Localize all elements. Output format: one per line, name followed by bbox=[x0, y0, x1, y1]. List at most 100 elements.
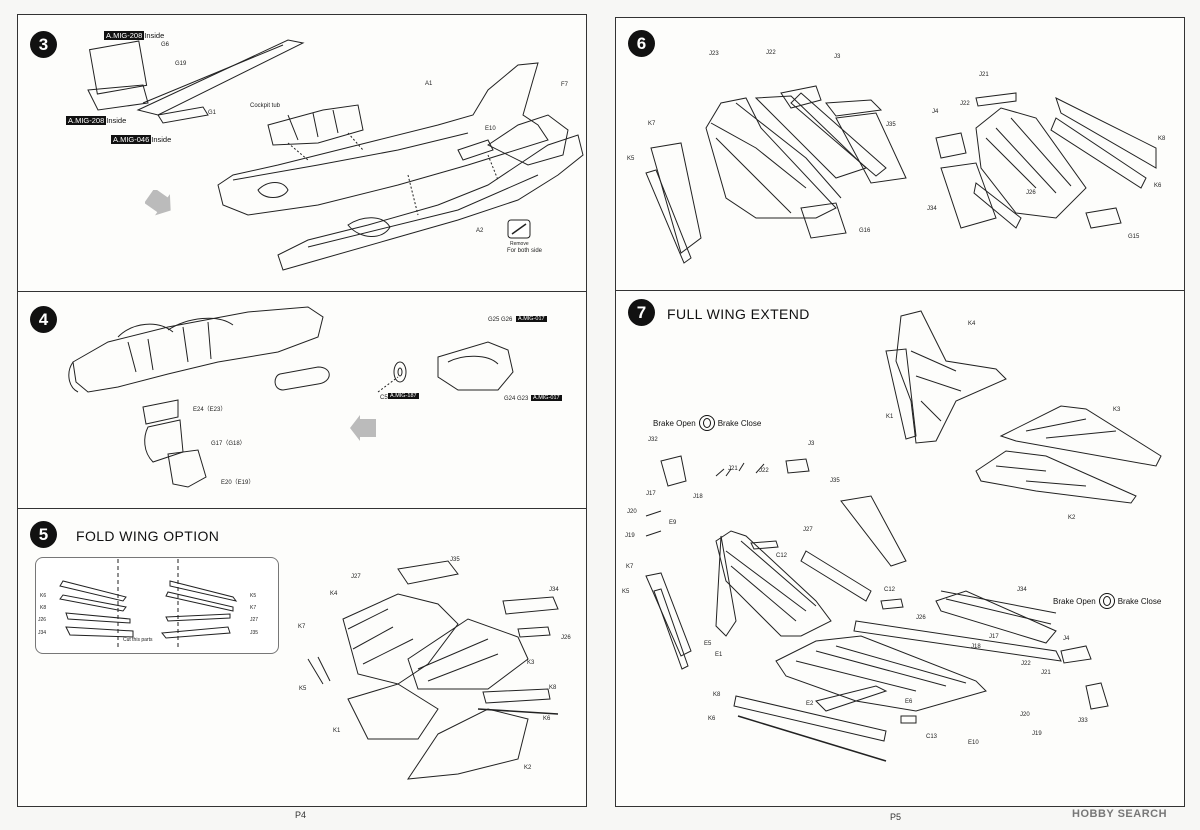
tag-mig017-a: A.MIG-017 bbox=[516, 316, 547, 322]
inset-label-j35: J35 bbox=[250, 630, 259, 636]
label-j34: J34 bbox=[1017, 587, 1027, 593]
inset-label-k6: K6 bbox=[40, 593, 47, 599]
label-j17b: J17 bbox=[989, 634, 999, 640]
label-k6: K6 bbox=[543, 716, 551, 722]
label-e10: E10 bbox=[485, 126, 496, 132]
inset-label-j27: J27 bbox=[250, 617, 259, 623]
label-k2: K2 bbox=[1068, 515, 1076, 521]
label-j3: J3 bbox=[834, 54, 841, 60]
label-j19b: J19 bbox=[1032, 731, 1042, 737]
label-k3: K3 bbox=[1113, 407, 1121, 413]
fold-wing-inset bbox=[35, 557, 279, 654]
full-wing-drawing bbox=[645, 310, 1162, 762]
label-j20: J20 bbox=[627, 509, 637, 515]
label-k6: K6 bbox=[708, 716, 716, 722]
label-k3: K3 bbox=[527, 660, 535, 666]
label-j26: J26 bbox=[1026, 190, 1036, 196]
label-j21: J21 bbox=[728, 466, 738, 472]
label-e2: E2 bbox=[806, 701, 814, 707]
label-k2: K2 bbox=[524, 765, 532, 771]
label-g23: G23 bbox=[517, 396, 529, 402]
label-j34: J34 bbox=[549, 587, 559, 593]
label-g26: G26 bbox=[501, 317, 513, 323]
label-j35: J35 bbox=[886, 122, 896, 128]
label-e20: E20（E19） bbox=[221, 480, 255, 486]
label-a1: A1 bbox=[425, 81, 433, 87]
inset-label-j26: J26 bbox=[38, 617, 47, 623]
label-j26: J26 bbox=[561, 635, 571, 641]
cockpit-intake-drawing bbox=[68, 306, 514, 488]
label-k4: K4 bbox=[968, 321, 976, 327]
inset-label-k8: K8 bbox=[40, 605, 47, 611]
step5-panel: 5 FOLD WING OPTION bbox=[17, 508, 587, 807]
direction-arrow-icon bbox=[145, 190, 171, 216]
step-number: 5 bbox=[30, 521, 57, 548]
label-g17: G17（G18） bbox=[211, 441, 246, 447]
step7-panel: 7 FULL WING EXTEND bbox=[615, 290, 1185, 807]
label-g6: G6 bbox=[161, 42, 170, 48]
label-j18: J18 bbox=[693, 494, 703, 500]
fuselage-assembly-drawing bbox=[87, 39, 584, 271]
label-j34: J34 bbox=[927, 206, 937, 212]
label-j18b: J18 bbox=[971, 644, 981, 650]
label-j20b: J20 bbox=[1020, 712, 1030, 718]
label-e6: E6 bbox=[905, 699, 913, 705]
label-k1: K1 bbox=[886, 414, 894, 420]
label-j22b: J22 bbox=[960, 101, 970, 107]
step-number: 3 bbox=[30, 31, 57, 58]
label-for-both-side: For both side bbox=[507, 248, 543, 254]
inset-label-cut: Cut this parts bbox=[123, 637, 153, 643]
label-j3: J3 bbox=[808, 441, 815, 447]
step6-panel: 6 J23 J22 J3 K7 bbox=[615, 17, 1185, 292]
watermark-logo: HOBBY SEARCH bbox=[1072, 808, 1168, 820]
label-c13: C13 bbox=[926, 734, 938, 740]
label-e10: E10 bbox=[968, 740, 979, 746]
brake-switch-icon bbox=[1098, 593, 1115, 609]
label-k5: K5 bbox=[622, 589, 630, 595]
inset-label-j34: J34 bbox=[38, 630, 47, 636]
label-k6: K6 bbox=[1154, 183, 1162, 189]
label-j32: J32 bbox=[648, 437, 658, 443]
label-c12: C12 bbox=[776, 553, 788, 559]
label-k5: K5 bbox=[299, 686, 307, 692]
label-j26: J26 bbox=[916, 615, 926, 621]
label-g24: G24 bbox=[504, 396, 516, 402]
label-k7: K7 bbox=[298, 624, 306, 630]
label-g15: G15 bbox=[1128, 234, 1140, 240]
wing-interior-drawing bbox=[645, 85, 1157, 264]
label-j22b: J22 bbox=[1021, 661, 1031, 667]
label-g19: G19 bbox=[175, 61, 187, 67]
step3-panel: 3 bbox=[17, 14, 587, 293]
label-j35: J35 bbox=[450, 557, 460, 563]
label-j19: J19 bbox=[625, 533, 635, 539]
label-j33: J33 bbox=[1078, 718, 1088, 724]
step-title: FULL WING EXTEND bbox=[667, 306, 810, 322]
label-j4: J4 bbox=[1063, 636, 1070, 642]
label-remove: Remove bbox=[510, 241, 529, 247]
label-a2: A2 bbox=[476, 228, 484, 234]
label-k7: K7 bbox=[626, 564, 634, 570]
label-c12b: C12 bbox=[884, 587, 896, 593]
inset-label-k5: K5 bbox=[250, 593, 257, 599]
label-j23: J23 bbox=[709, 51, 719, 57]
step-number: 6 bbox=[628, 30, 655, 57]
label-g16: G16 bbox=[859, 228, 871, 234]
label-g25: G25 bbox=[488, 317, 500, 323]
fold-wing-drawing bbox=[59, 559, 559, 780]
label-j27: J27 bbox=[803, 527, 813, 533]
label-j21b: J21 bbox=[1041, 670, 1051, 676]
label-j22: J22 bbox=[759, 468, 769, 474]
step-number: 7 bbox=[628, 299, 655, 326]
label-k8: K8 bbox=[713, 692, 721, 698]
label-f7: F7 bbox=[561, 82, 569, 88]
label-e5: E5 bbox=[704, 641, 712, 647]
label-k8: K8 bbox=[1158, 136, 1166, 142]
label-k5: K5 bbox=[627, 156, 635, 162]
step-number: 4 bbox=[30, 306, 57, 333]
tag-mig017-b: A.MIG-017 bbox=[531, 395, 562, 401]
brake-switch-icon bbox=[698, 415, 715, 431]
